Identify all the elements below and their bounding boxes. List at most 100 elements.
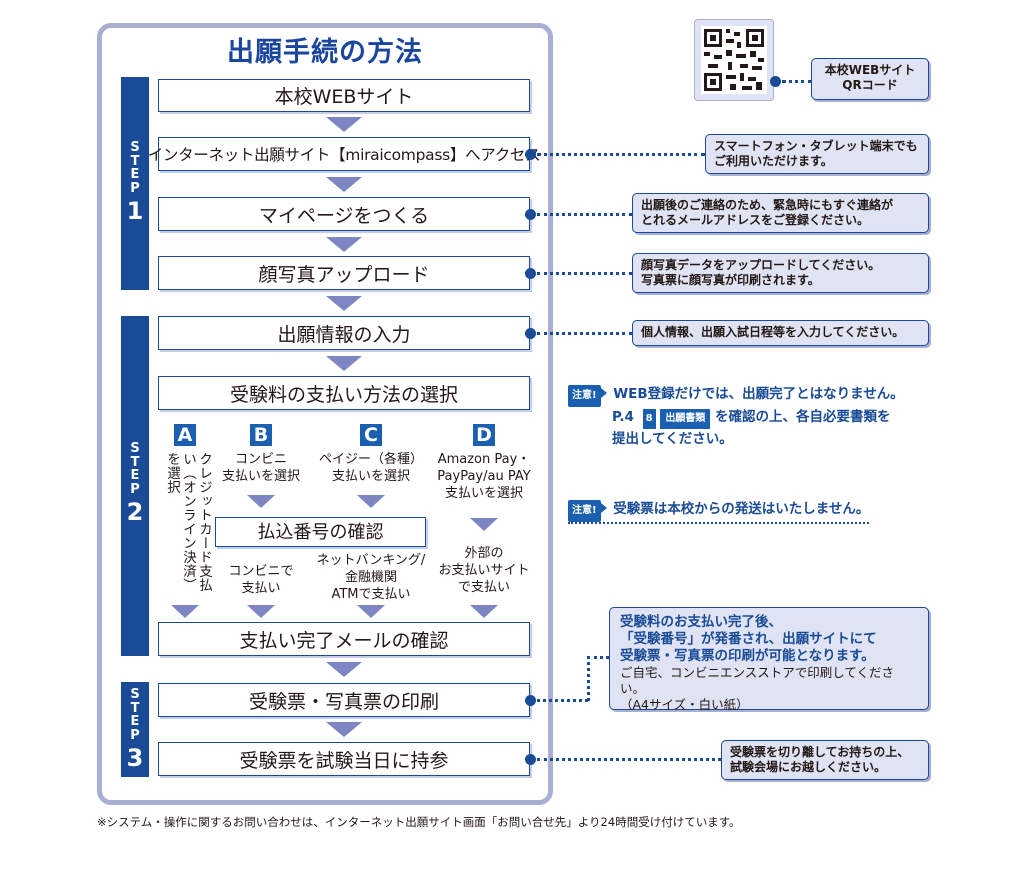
flow-arrow: [326, 722, 362, 737]
option-b-line: コンビニ: [234, 452, 287, 467]
option-c-letter: C: [360, 424, 382, 446]
option-b-sub-line: コンビニで: [228, 564, 294, 579]
warning-1: 注意! WEB登録だけでは、出願完了とはなりません。 P.4 8 出願書類 を確…: [568, 384, 948, 449]
option-d-sub-line: お支払いサイト: [438, 563, 530, 578]
note-mypage-line: とれるメールアドレスをご登録ください。: [641, 213, 870, 227]
box-pay-done: 支払い完了メールの確認: [158, 622, 530, 656]
connector-line: [537, 699, 588, 702]
flow-arrow: [247, 495, 275, 508]
option-d-sub-line: で支払い: [457, 580, 510, 595]
option-a-letter: A: [174, 424, 196, 446]
box-pay-select: 受験料の支払い方法の選択: [158, 376, 530, 410]
option-d-line: 支払いを選択: [444, 486, 523, 501]
qr-code: [694, 19, 774, 101]
option-c-line: 支払いを選択: [331, 469, 410, 484]
flow-arrow: [247, 605, 275, 618]
flow-arrow: [326, 117, 362, 132]
flow-arrow: [357, 495, 385, 508]
box-print: 受験票・写真票の印刷: [158, 683, 530, 717]
box-bring: 受験票を試験当日に持参: [158, 742, 530, 776]
step-1-number: 1: [126, 197, 144, 225]
box-website: 本校WEBサイト: [158, 79, 530, 112]
flow-arrow: [326, 296, 362, 311]
connector-dot: [525, 209, 536, 220]
connector-dot: [525, 695, 536, 706]
note-photo: 顔写真データをアップロードしてください。 写真票に顔写真が印刷されます。: [632, 253, 929, 293]
warning-1-badge-num: 8: [642, 409, 656, 429]
note-mypage: 出願後のご連絡のため、緊急時にもすぐ連絡が とれるメールアドレスをご登録ください…: [632, 193, 929, 233]
connector-dot: [525, 328, 536, 339]
box-photo: 顔写真アップロード: [158, 256, 530, 290]
connector-line: [537, 272, 632, 275]
note-qr-line: QRコード: [842, 78, 898, 92]
box-mypage: マイページをつくる: [158, 197, 530, 231]
flow-arrow: [470, 605, 498, 618]
note-input: 個人情報、出願入試日程等を入力してください。: [632, 320, 929, 346]
note-print-line: 受験票・写真票の印刷が可能となります。: [620, 648, 875, 664]
option-c-line: ペイジー（各種）: [318, 452, 423, 467]
note-print-line: 「受験番号」が発番され、出願サイトにて: [620, 631, 877, 647]
note-access: スマートフォン・タブレット端末でも ご利用いただけます。: [705, 134, 929, 174]
page-title: 出願手続の方法: [227, 37, 423, 68]
option-c-text: ペイジー（各種） 支払いを選択: [313, 451, 429, 485]
step-3-number: 3: [126, 744, 144, 772]
option-b-sub: コンビニで 支払い: [205, 563, 317, 597]
note-photo-line: 顔写真データをアップロードしてください。: [641, 258, 881, 272]
warning-tag: 注意!: [568, 385, 607, 407]
note-photo-line: 写真票に顔写真が印刷されます。: [641, 273, 820, 287]
option-c-sub-line: ネットバンキング/: [316, 553, 426, 568]
warning-1-badge-text: 出願書類: [660, 409, 711, 429]
option-b-text: コンビニ 支払いを選択: [205, 451, 317, 485]
flow-arrow: [171, 605, 199, 618]
flow-arrow: [470, 518, 498, 531]
box-input: 出願情報の入力: [158, 316, 530, 350]
option-d-letter: D: [473, 424, 495, 446]
warning-2-text: 受験票は本校からの発送はいたしません。: [613, 501, 870, 517]
option-d-line: PayPay/au PAY: [437, 469, 531, 484]
note-qr-line: 本校WEBサイト: [824, 63, 916, 77]
box-pay-number: 払込番号の確認: [215, 517, 426, 547]
flow-arrow: [326, 177, 362, 192]
option-d-text: Amazon Pay・ PayPay/au PAY 支払いを選択: [424, 451, 544, 502]
option-a-text: クレジットカード支払い（オンライン決済）を選択: [164, 452, 212, 592]
connector-dot: [770, 76, 781, 87]
connector-line: [587, 656, 590, 701]
flow-arrow: [326, 356, 362, 371]
note-print-line: 受験料のお支払い完了後、: [620, 614, 782, 630]
note-print-line: ご自宅、コンビニエンスストアで印刷してください。: [620, 665, 895, 696]
flow-arrow: [326, 662, 362, 677]
note-qr: 本校WEBサイト QRコード: [811, 58, 929, 100]
footer-note: ※システム・操作に関するお問い合わせは、インターネット出願サイト画面「お問い合せ…: [97, 815, 741, 829]
box-access: インターネット出願サイト【miraicompass】へアクセス: [148, 137, 541, 171]
warning-2: 注意! 受験票は本校からの発送はいたしません。: [568, 498, 898, 524]
option-d-sub-line: 外部の: [464, 546, 504, 561]
warning-1-line3: 提出してください。: [612, 431, 733, 447]
qr-code-icon: [701, 26, 767, 94]
warning-1-line2: を確認の上、各自必要書類を: [715, 409, 891, 425]
option-c-sub-line: ATMで支払い: [331, 587, 411, 602]
note-bring-line: 受験票を切り離してお持ちの上、: [730, 745, 910, 759]
connector-dot: [525, 754, 536, 765]
connector-dot: [525, 268, 536, 279]
note-print: 受験料のお支払い完了後、 「受験番号」が発番され、出願サイトにて 受験票・写真票…: [609, 607, 929, 712]
connector-line: [537, 153, 705, 156]
connector-line: [537, 213, 632, 216]
note-bring-line: 試験会場にお越しください。: [730, 760, 887, 774]
connector-line: [782, 80, 812, 83]
connector-line: [587, 656, 609, 659]
note-input-line: 個人情報、出願入試日程等を入力してください。: [641, 325, 905, 339]
option-c-sub: ネットバンキング/ 金融機関 ATMで支払い: [303, 552, 439, 603]
option-d-line: Amazon Pay・: [437, 452, 531, 467]
connector-line: [537, 758, 721, 761]
connector-dot: [525, 149, 536, 160]
warning-1-page: P.4: [612, 409, 634, 425]
flow-arrow: [326, 237, 362, 252]
option-d-sub: 外部の お支払いサイト で支払い: [424, 545, 544, 596]
option-b-sub-line: 支払い: [241, 581, 281, 596]
note-bring: 受験票を切り離してお持ちの上、 試験会場にお越しください。: [721, 740, 929, 780]
